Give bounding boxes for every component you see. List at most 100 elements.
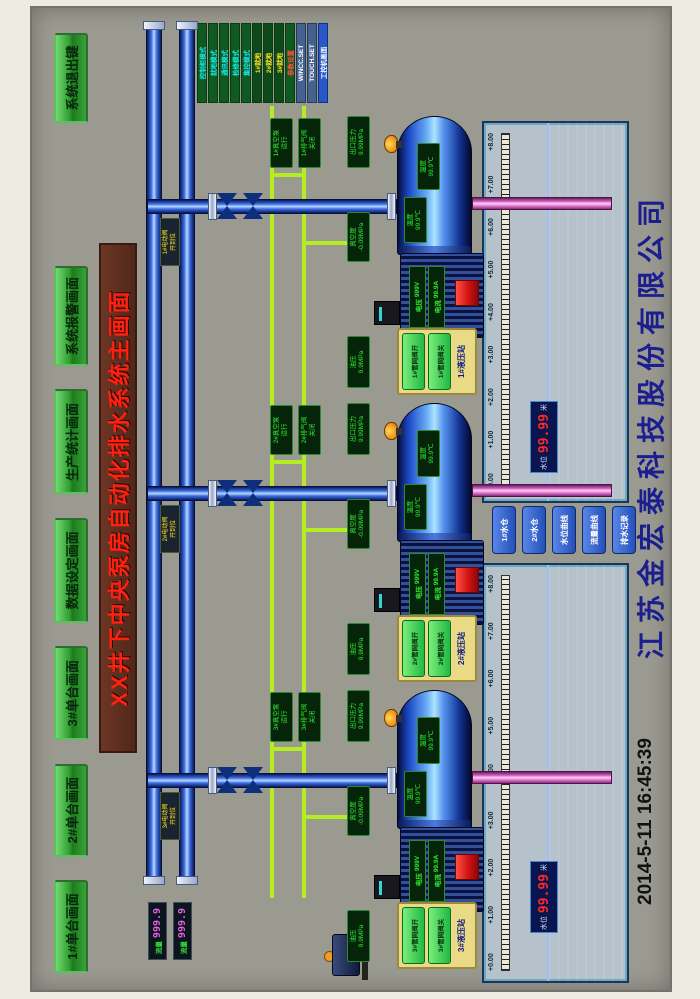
sump-button-group: 1#水仓 2#水仓 水位曲线 流量曲线 排水记录 [492, 506, 636, 554]
pipe-valve-close-button[interactable]: 3#管网阀关 [428, 907, 451, 964]
pipe-valve-close-button[interactable]: 2#管网阀关 [428, 620, 451, 677]
flow-value: 999.9 [177, 907, 188, 939]
vacuum-line-branch [272, 747, 306, 751]
mode-parameter-set[interactable]: 参数设置 [285, 23, 295, 103]
mode-comm[interactable]: 通讯模式 [219, 23, 229, 103]
hydraulic-panel: 3#管网阀开 3#管网阀关 3#液压站 [397, 902, 477, 969]
mode-pump1-local[interactable]: 1#就地 [252, 23, 262, 103]
hmi-screen: 1#单台画面 2#单台画面 3#单台画面 数据设定画面 生产统计画面 系统报警画… [30, 6, 672, 992]
electric-valve-tag: 3#电动阀开到位 [160, 792, 181, 840]
electric-valve-tag: 1#电动阀开到位 [160, 218, 181, 266]
mode-ipc-screen[interactable]: 工控机画面 [318, 23, 328, 103]
hydraulic-panel: 2#管网阀开 2#管网阀关 2#液压站 [397, 615, 477, 682]
vacuum-line-drop [304, 528, 348, 532]
junction-box [374, 875, 400, 899]
gate-valve-icon[interactable] [217, 480, 237, 506]
hydraulic-station-label: 3#液压站 [457, 919, 466, 952]
suction-pipe [472, 484, 612, 497]
pipe-valve-close-button[interactable]: 1#管网阀关 [428, 333, 451, 390]
flow-meter-1: 流量 999.9 [148, 902, 167, 960]
flow-curve-button[interactable]: 流量曲线 [582, 506, 606, 554]
mode-panel: 控制柜模式 就地模式 通讯模式 检修模式 集控模式 1#就地 2#就地 3#就地… [197, 23, 328, 103]
junction-box [374, 301, 400, 325]
air-valve-tag: 3#排气阀关闭 [298, 692, 321, 742]
sump2-button[interactable]: 2#水仓 [522, 506, 546, 554]
air-valve-tag: 1#排气阀关闭 [298, 118, 321, 168]
menu-button-pump2-screen[interactable]: 2#单台画面 [54, 763, 88, 857]
gate-valve-icon[interactable] [243, 767, 263, 793]
hydraulic-panel: 1#管网阀开 1#管网阀关 1#液压站 [397, 328, 477, 395]
vacuum-line-branch [272, 460, 306, 464]
mode-central[interactable]: 集控模式 [241, 23, 251, 103]
pipe-valve-open-button[interactable]: 1#管网阀开 [402, 333, 425, 390]
suction-pipe [472, 771, 612, 784]
pipe-flange [143, 21, 165, 30]
datetime-display: 2014-5-11 16:45:39 [635, 738, 656, 905]
flow-value: 999.9 [152, 907, 163, 939]
pipe-flange [208, 193, 217, 220]
gate-valve-icon[interactable] [243, 480, 263, 506]
drain-record-button[interactable]: 排水记录 [612, 506, 636, 554]
indicator-lamp [384, 135, 398, 153]
mode-pump3-local[interactable]: 3#就地 [274, 23, 284, 103]
mode-wincc-set[interactable]: WINCC.SET [296, 23, 306, 103]
vacuum-gauge-tag: 真空度-0.09MPa [347, 499, 370, 549]
menu-button-pump3-screen[interactable]: 3#单台画面 [54, 646, 88, 741]
sump1-button[interactable]: 1#水仓 [492, 506, 516, 554]
system-exit-button[interactable]: 系统退出键 [54, 33, 88, 123]
pipe-flange [387, 193, 396, 220]
alarm-indicator [455, 854, 479, 880]
mode-maintenance[interactable]: 检修模式 [230, 23, 240, 103]
vacuum-gauge-tag: 真空度-0.09MPa [347, 212, 370, 262]
flow-label: 流量 [180, 941, 188, 955]
menu-button-data-setting[interactable]: 数据设定画面 [54, 517, 88, 623]
pipe-flange [176, 21, 198, 30]
vacuum-gauge-tag: 真空度-0.09MPa [347, 786, 370, 836]
alarm-indicator [455, 567, 479, 593]
company-name: 江苏金宏泰科技股份有限公司 [636, 191, 667, 660]
mode-pump2-local[interactable]: 2#就地 [263, 23, 273, 103]
pipe-flange [387, 480, 396, 507]
flow-label: 流量 [155, 941, 163, 955]
menu-button-system-alarm[interactable]: 系统报警画面 [54, 266, 88, 367]
pipe-flange [387, 767, 396, 794]
air-valve-tag: 2#排气阀关闭 [298, 405, 321, 455]
hydraulic-station-label: 1#液压站 [457, 345, 466, 378]
menu-button-production-stats[interactable]: 生产统计画面 [54, 389, 88, 495]
gate-valve-icon[interactable] [217, 767, 237, 793]
level-curve-button[interactable]: 水位曲线 [552, 506, 576, 554]
gate-valve-icon[interactable] [217, 193, 237, 219]
mode-cabinet[interactable]: 控制柜模式 [197, 23, 207, 103]
gate-valve-icon[interactable] [243, 193, 263, 219]
indicator-lamp [384, 709, 398, 727]
mode-local[interactable]: 就地模式 [208, 23, 218, 103]
mode-touch-set[interactable]: TOUCH.SET [307, 23, 317, 103]
junction-box [374, 588, 400, 612]
vacuum-line-drop [304, 241, 348, 245]
page-title: XX井下中央泵房自动化排水系统主画面 [107, 289, 132, 707]
pipe-valve-open-button[interactable]: 2#管网阀开 [402, 620, 425, 677]
pipe-flange [208, 767, 217, 794]
indicator-lamp [384, 422, 398, 440]
menu-button-pump1-screen[interactable]: 1#单台画面 [54, 880, 88, 973]
pipe-valve-open-button[interactable]: 3#管网阀开 [402, 907, 425, 964]
vacuum-pump-tag: 1#真空泵运行 [270, 118, 293, 168]
